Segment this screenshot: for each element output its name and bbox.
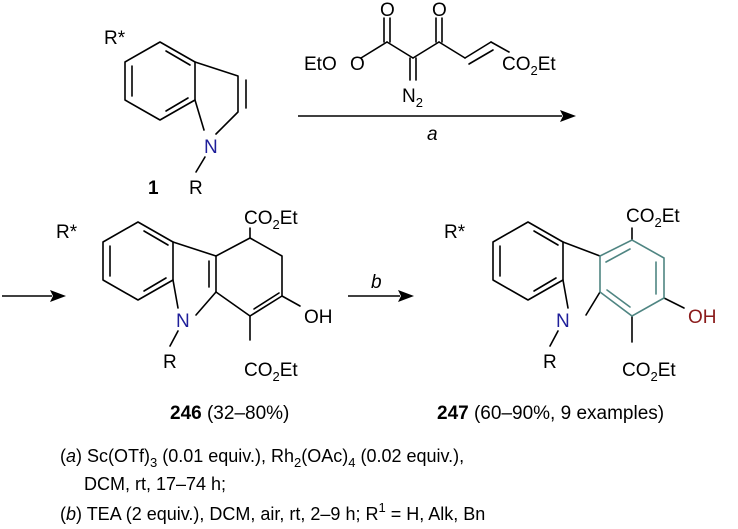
indole-substituent-label: R* xyxy=(104,28,126,49)
condition-a-line-2: DCM, rt, 17–74 h; xyxy=(84,474,226,494)
intermediate-top-ester: CO2Et xyxy=(244,208,298,232)
condition-b-line: (b) TEA (2 equiv.), DCM, air, rt, 2–9 h;… xyxy=(60,500,485,524)
carbazole-structure-247 xyxy=(492,221,685,343)
reagent-diazo-label: N2 xyxy=(402,86,423,110)
product-substituent-label: R* xyxy=(444,222,466,243)
reaction-arrow-b xyxy=(348,290,414,302)
reagent-carbonyl-o2: O xyxy=(432,0,447,21)
intermediate-caption: 246 (32–80%) xyxy=(170,403,289,424)
intermediate-hydroxy-label: OH xyxy=(304,307,333,328)
reaction-arrow-a xyxy=(298,110,576,122)
intermediate-nitrogen-label: N xyxy=(176,311,190,332)
tetrahydrocarbazole-structure-246 xyxy=(102,221,301,341)
intermediate-n-r-bond xyxy=(169,330,179,347)
product-bottom-ester: CO2Et xyxy=(622,360,676,384)
product-nitrogen-label: N xyxy=(556,311,570,332)
intermediate-n-substituent: R xyxy=(163,352,177,373)
reagent-ester-right: CO2Et xyxy=(502,54,556,78)
indole-n-r-bond xyxy=(195,156,206,173)
product-n-r-bond xyxy=(549,330,559,347)
arrow-a-label: a xyxy=(427,124,438,145)
intermediate-bottom-ester: CO2Et xyxy=(244,360,298,384)
intermediate-substituent-label: R* xyxy=(56,222,78,243)
reagent-ester-left: EtO xyxy=(304,54,337,75)
diazo-reagent-structure xyxy=(360,17,510,81)
indole-n-substituent: R xyxy=(189,178,203,199)
condition-a-line-1: (a) Sc(OTf)3 (0.01 equiv.), Rh2(OAc)4 (0… xyxy=(60,446,464,470)
compound-number-1: 1 xyxy=(148,178,159,199)
arrow-b-label: b xyxy=(371,272,382,293)
product-caption: 247 (60–90%, 9 examples) xyxy=(437,403,664,424)
indole-nitrogen-label: N xyxy=(204,137,218,158)
product-hydroxy-label: OH xyxy=(688,307,717,328)
product-n-substituent: R xyxy=(543,352,557,373)
new-aromatic-ring xyxy=(599,239,665,317)
reagent-carbonyl-o1: O xyxy=(380,0,395,21)
indole-structure-1 xyxy=(124,41,247,135)
product-top-ester: CO2Et xyxy=(626,206,680,230)
continuation-arrow xyxy=(2,290,66,302)
reagent-ester-oxygen: O xyxy=(350,54,365,75)
